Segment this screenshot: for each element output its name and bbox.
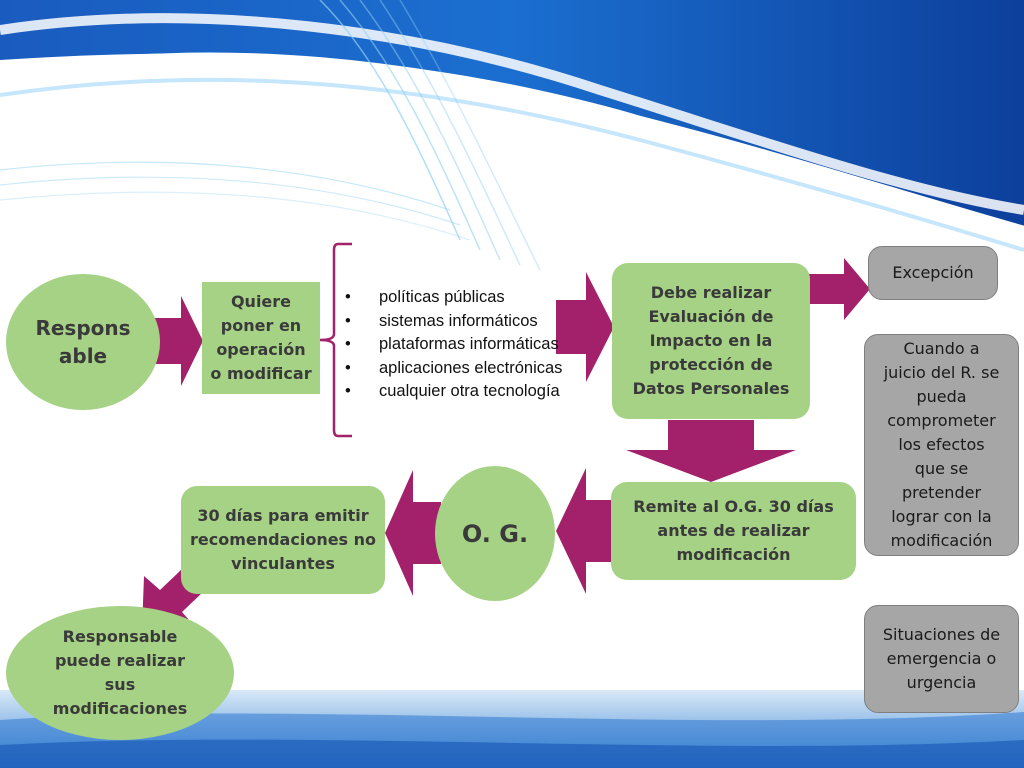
bullet-text: políticas públicas	[379, 288, 505, 306]
arrow-debe-to-remite	[626, 420, 796, 482]
treinta-node: 30 días para emitir recomendaciones no v…	[181, 486, 385, 594]
list-item: • sistemas informáticos	[345, 310, 562, 334]
bullet-symbol: •	[345, 288, 351, 306]
list-item: • plataformas informáticas	[345, 333, 562, 357]
excepcion-box: Excepción	[868, 246, 998, 300]
bullet-symbol: •	[345, 382, 351, 400]
bullet-symbol: •	[345, 311, 351, 330]
arrow-remite-to-og	[556, 468, 614, 594]
bullet-text: cualquier otra tecnología	[379, 382, 560, 400]
bullet-text: aplicaciones electrónicas	[379, 358, 563, 377]
puede-node: Responsable puede realizar sus modificac…	[6, 606, 234, 740]
arrow-og-to-treinta	[385, 470, 441, 596]
debe-node: Debe realizar Evaluación de Impacto en l…	[612, 263, 810, 419]
list-item: • aplicaciones electrónicas	[345, 357, 562, 381]
list-item: • políticas públicas	[345, 286, 562, 310]
quiere-node: Quiere poner en operación o modificar	[202, 282, 320, 394]
remite-node: Remite al O.G. 30 días antes de realizar…	[611, 482, 856, 580]
responsable-node: Respons able	[6, 274, 160, 410]
arrow-debe-to-excepcion	[808, 258, 870, 320]
bullet-symbol: •	[345, 358, 351, 377]
cuando-box: Cuando a juicio del R. se pueda comprome…	[864, 334, 1019, 556]
situaciones-box: Situaciones de emergencia o urgencia	[864, 605, 1019, 713]
list-bracket	[319, 242, 352, 438]
og-node: O. G.	[435, 466, 555, 601]
bullet-text: sistemas informáticos	[379, 311, 538, 330]
bullet-symbol: •	[345, 335, 351, 353]
list-item: • cualquier otra tecnología	[345, 380, 562, 404]
arrow-list-to-debe	[556, 272, 614, 382]
arrow-responsable-to-quiere	[155, 296, 203, 386]
technology-list: • políticas públicas • sistemas informátic…	[345, 286, 562, 404]
bullet-text: plataformas informáticas	[379, 335, 559, 353]
